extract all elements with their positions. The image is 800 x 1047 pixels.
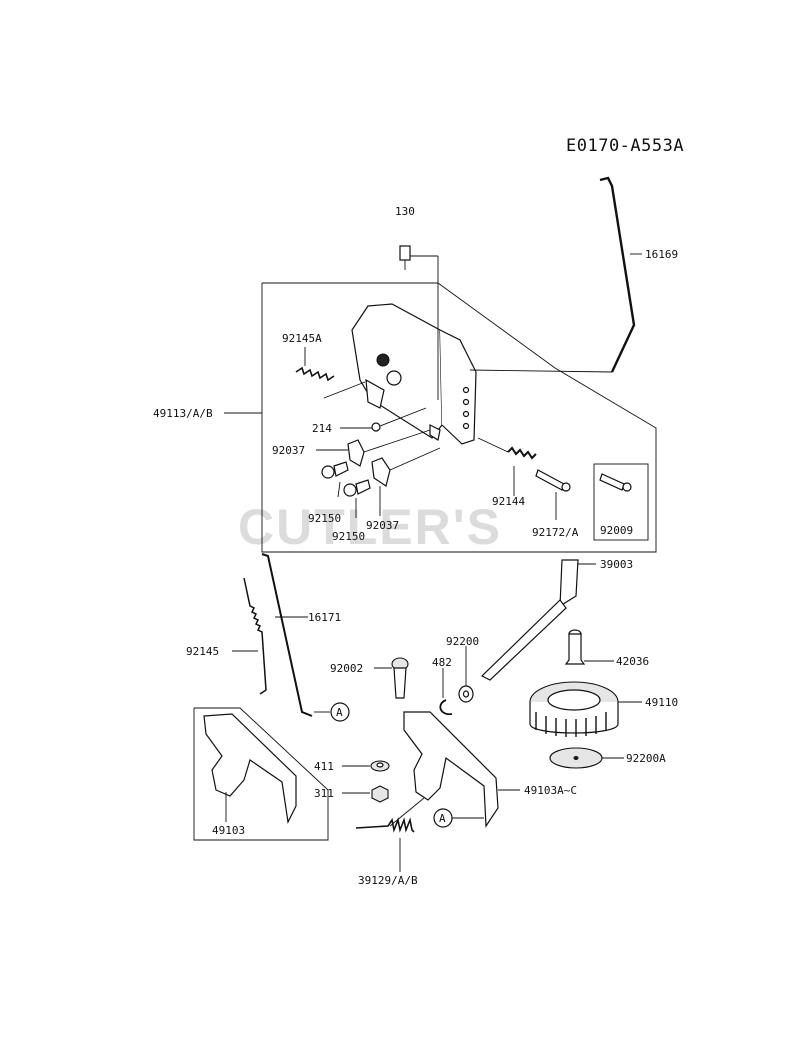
bolt-92002-part [374, 657, 409, 699]
leader-lines-upper [224, 412, 381, 518]
label-16169: 16169 [645, 248, 678, 261]
label-92150-a: 92150 [308, 512, 341, 525]
lever-49103-box [193, 707, 329, 841]
label-92150-b: 92150 [332, 530, 365, 543]
washer-411-part [342, 760, 390, 772]
label-92172: 92172/A [532, 526, 579, 539]
label-92037-b: 92037 [366, 519, 399, 532]
label-411: 411 [314, 760, 334, 773]
rod-16171-part [261, 553, 313, 717]
rod-16169-part [469, 176, 642, 373]
spring-92145A-part [295, 347, 366, 399]
label-49113: 49113/A/B [153, 407, 213, 420]
lever-49103A-part [403, 711, 520, 828]
spring-39129-part [355, 797, 425, 872]
shaft-39003-part [480, 559, 596, 681]
bolt-130-part [399, 245, 439, 400]
label-49103A-C: 49103A~C [524, 784, 577, 797]
diagram-code: E0170-A553A [566, 136, 684, 156]
label-92145: 92145 [186, 645, 219, 658]
reference-marker-a-2: A [433, 808, 484, 828]
bolt-92172-part [535, 469, 571, 520]
label-39129: 39129/A/B [358, 874, 418, 887]
upper-assembly-frame [261, 282, 657, 553]
clip-482-part [439, 668, 453, 716]
screw-214-part [371, 407, 427, 432]
pin-42036-part [564, 629, 614, 665]
washer-92200A-part [549, 747, 624, 769]
control-plate-part [351, 303, 477, 445]
label-130: 130 [395, 205, 415, 218]
part-labels: 130 16169 92145A 49113/A/B 214 92037 921… [153, 205, 678, 887]
label-42036: 42036 [616, 655, 649, 668]
bolt-92009-box [593, 463, 649, 541]
watermark: CUTLER'S [238, 499, 502, 555]
label-49103: 49103 [212, 824, 245, 837]
label-92009: 92009 [600, 524, 633, 537]
bolt-92150-parts [321, 461, 371, 497]
label-92144: 92144 [492, 495, 525, 508]
svg-text:A: A [439, 812, 446, 825]
nut-311-part [342, 785, 389, 803]
label-49110: 49110 [645, 696, 678, 709]
svg-text:A: A [336, 706, 343, 719]
label-39003: 39003 [600, 558, 633, 571]
label-311: 311 [314, 787, 334, 800]
label-482: 482 [432, 656, 452, 669]
label-92145A: 92145A [282, 332, 322, 345]
washer-92200-part [458, 646, 474, 703]
label-92037-a: 92037 [272, 444, 305, 457]
reference-marker-a-1: A [314, 702, 350, 722]
spring-92145-part [232, 577, 267, 695]
label-214: 214 [312, 422, 332, 435]
gear-49110-part [529, 681, 642, 737]
clip-92037-parts [347, 429, 441, 487]
label-92002: 92002 [330, 662, 363, 675]
label-92200: 92200 [446, 635, 479, 648]
label-16171: 16171 [308, 611, 341, 624]
spring-92144-part [477, 437, 537, 496]
label-92200A: 92200A [626, 752, 666, 765]
